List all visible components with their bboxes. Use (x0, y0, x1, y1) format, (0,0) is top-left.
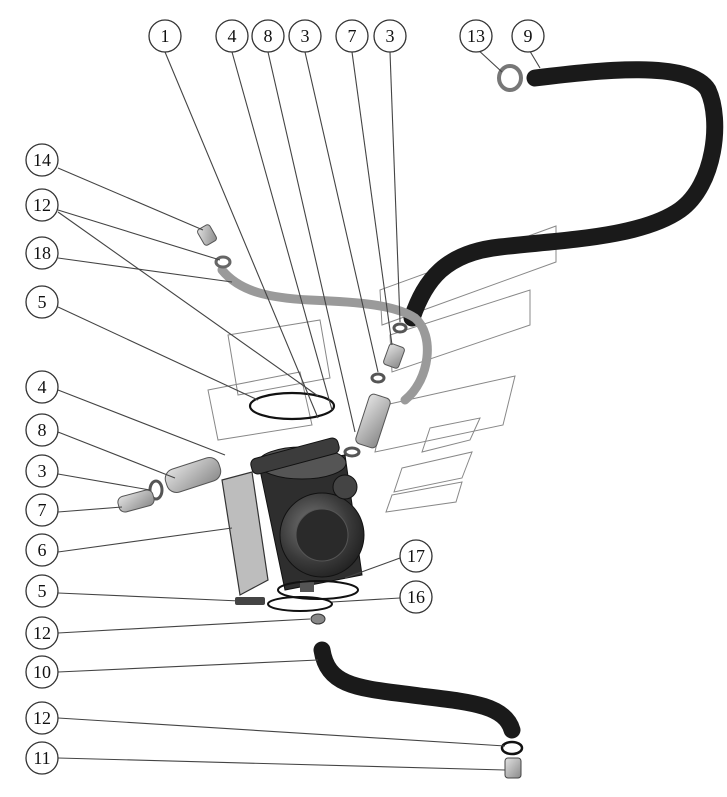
callout-label: 17 (407, 546, 425, 566)
callout-14: 14 (25, 143, 59, 177)
callout-4a: 4 (215, 19, 249, 53)
callout-label: 14 (33, 150, 51, 170)
plate-6 (221, 471, 269, 596)
callout-4b: 4 (25, 370, 59, 404)
hose-9 (403, 61, 724, 327)
callout-label: 8 (38, 420, 47, 440)
callout-label: 4 (228, 26, 237, 46)
callout-5b: 5 (25, 574, 59, 608)
callout-8a: 8 (251, 19, 285, 53)
callout-1: 1 (148, 19, 182, 53)
callout-label: 13 (467, 26, 485, 46)
callout-label: 9 (524, 26, 533, 46)
leader-lines (57, 47, 541, 771)
callout-3a: 3 (288, 19, 322, 53)
callout-label: 8 (264, 26, 273, 46)
callout-label: 18 (33, 243, 51, 263)
callout-10: 10 (25, 655, 59, 689)
callout-label: 10 (33, 662, 51, 682)
nipple-12-lower (310, 613, 326, 625)
callout-label: 16 (407, 587, 425, 607)
clamp-16 (267, 596, 333, 612)
callout-16: 16 (399, 580, 433, 614)
callout-9: 9 (511, 19, 545, 53)
callout-6: 6 (25, 533, 59, 567)
callout-17: 17 (399, 539, 433, 573)
callout-label: 5 (38, 292, 47, 312)
callout-11: 11 (25, 741, 59, 775)
fitting-14 (197, 224, 217, 246)
callout-13: 13 (459, 19, 493, 53)
callout-18: 18 (25, 236, 59, 270)
callout-3b: 3 (373, 19, 407, 53)
callout-7b: 7 (25, 493, 59, 527)
callout-label: 1 (161, 26, 170, 46)
callout-3c: 3 (25, 454, 59, 488)
clamp-12-top (214, 255, 232, 269)
callout-12c: 12 (25, 701, 59, 735)
callout-label: 12 (33, 623, 51, 643)
callout-7a: 7 (335, 19, 369, 53)
callout-label: 12 (33, 708, 51, 728)
callout-label: 6 (38, 540, 47, 560)
fitting-11 (504, 757, 522, 779)
hose-10 (313, 641, 521, 739)
callout-label: 7 (38, 500, 47, 520)
callout-12a: 12 (25, 188, 59, 222)
left-fittings (117, 457, 222, 513)
callout-12b: 12 (25, 616, 59, 650)
separator-body-1 (250, 437, 365, 592)
bolt-5-lower (235, 597, 265, 605)
gasket-5-upper (248, 391, 336, 421)
callout-label: 3 (301, 26, 310, 46)
hose-18 (217, 265, 432, 405)
callout-8b: 8 (25, 413, 59, 447)
callout-label: 11 (33, 748, 50, 768)
callout-label: 3 (386, 26, 395, 46)
callout-5a: 5 (25, 285, 59, 319)
clamp-12-bottom (500, 740, 524, 756)
upper-fittings (343, 322, 408, 458)
clamp-13 (497, 64, 523, 92)
callout-label: 7 (348, 26, 357, 46)
callout-label: 12 (33, 195, 51, 215)
callout-label: 4 (38, 377, 47, 397)
callout-label: 3 (38, 461, 47, 481)
callout-label: 5 (38, 581, 47, 601)
